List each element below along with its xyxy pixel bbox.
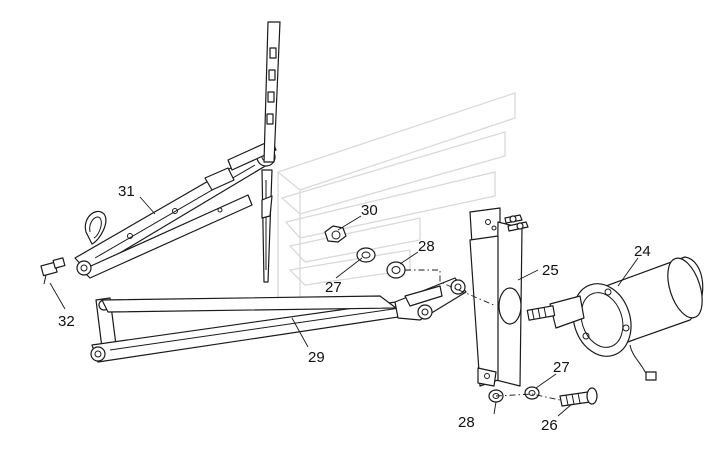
washer-part-27-lower [524, 386, 540, 400]
screw-part-26 [559, 387, 598, 407]
callout-labels: 31 32 29 30 27 28 25 24 28 27 26 [58, 183, 651, 434]
callout-27-upper: 27 [325, 279, 342, 296]
callout-30: 30 [361, 202, 378, 219]
linkage-rod-part-29 [90, 277, 467, 363]
leader-lines [49, 196, 639, 417]
wiper-blade [261, 21, 281, 283]
callout-31: 31 [118, 183, 135, 200]
nut-part-30 [324, 225, 347, 243]
wiper-arm-part-31 [74, 139, 277, 279]
callout-29: 29 [308, 349, 325, 366]
washer-part-28-upper [386, 261, 406, 279]
callout-27-lower: 27 [553, 359, 570, 376]
callout-28-lower: 28 [458, 414, 475, 431]
callout-24: 24 [634, 243, 651, 260]
callout-28-upper: 28 [418, 238, 435, 255]
assembly-lines [405, 269, 561, 401]
bracket-bolts [504, 214, 529, 232]
callout-32: 32 [58, 313, 75, 330]
callout-26: 26 [541, 417, 558, 434]
callout-25: 25 [542, 262, 559, 279]
washer-connector-part-32 [40, 257, 66, 285]
mounting-bracket-part-25 [469, 207, 523, 387]
